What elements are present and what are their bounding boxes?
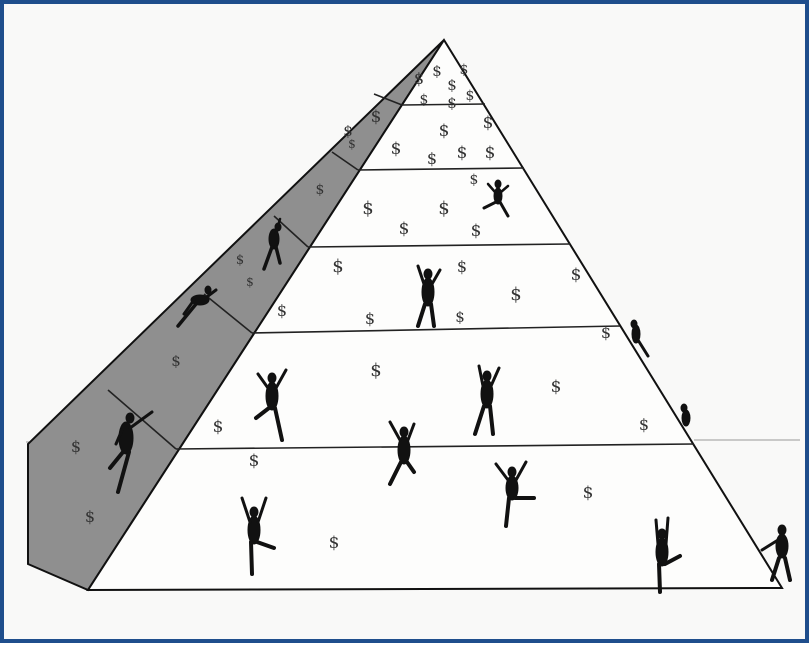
climber-figure [681, 404, 690, 426]
dollar-sign: $ [85, 507, 95, 526]
dollar-sign: $ [362, 198, 373, 219]
dollar-sign: $ [551, 377, 562, 397]
dollar-sign: $ [420, 92, 429, 108]
dollar-sign: $ [485, 143, 496, 163]
dollar-sign: $ [457, 257, 467, 276]
dollar-sign: $ [601, 323, 611, 342]
dollar-sign: $ [329, 533, 340, 553]
dollar-sign: $ [438, 198, 449, 219]
dollar-sign: $ [213, 417, 224, 437]
dollar-sign: $ [316, 182, 325, 198]
dollar-sign: $ [246, 275, 254, 289]
dollar-sign: $ [348, 137, 356, 151]
dollar-sign: $ [277, 301, 287, 320]
dollar-sign: $ [439, 121, 450, 141]
dollar-sign: $ [236, 253, 244, 268]
dollar-sign: $ [457, 143, 468, 163]
dollar-sign: $ [447, 76, 457, 94]
dollar-sign: $ [427, 149, 437, 168]
dollar-sign: $ [71, 437, 81, 456]
dollar-sign: $ [332, 256, 343, 277]
dollar-sign: $ [466, 88, 475, 104]
dollar-sign: $ [365, 309, 375, 328]
dollar-sign: $ [371, 107, 382, 127]
dollar-sign: $ [471, 221, 482, 241]
dollar-sign: $ [470, 172, 479, 188]
dollar-sign: $ [432, 62, 442, 80]
dollar-sign: $ [639, 415, 649, 434]
dollar-sign: $ [571, 265, 582, 285]
dollar-sign: $ [455, 308, 465, 326]
dollar-sign: $ [483, 113, 494, 133]
dollar-sign: $ [391, 139, 402, 159]
dollar-sign: $ [510, 284, 521, 305]
dollar-sign: $ [583, 483, 594, 503]
dollar-sign: $ [370, 360, 381, 381]
pyramid-drawing: $$$$$$$$$$$$$$$$$$$$$$$$$$$$$$$$$$$$$$$$… [4, 4, 809, 647]
dollar-sign: $ [171, 352, 181, 370]
dollar-sign: $ [460, 62, 469, 78]
dollar-sign: $ [414, 69, 424, 88]
dollar-sign: $ [447, 94, 457, 112]
dollar-sign: $ [399, 219, 410, 239]
dollar-sign: $ [249, 451, 260, 471]
